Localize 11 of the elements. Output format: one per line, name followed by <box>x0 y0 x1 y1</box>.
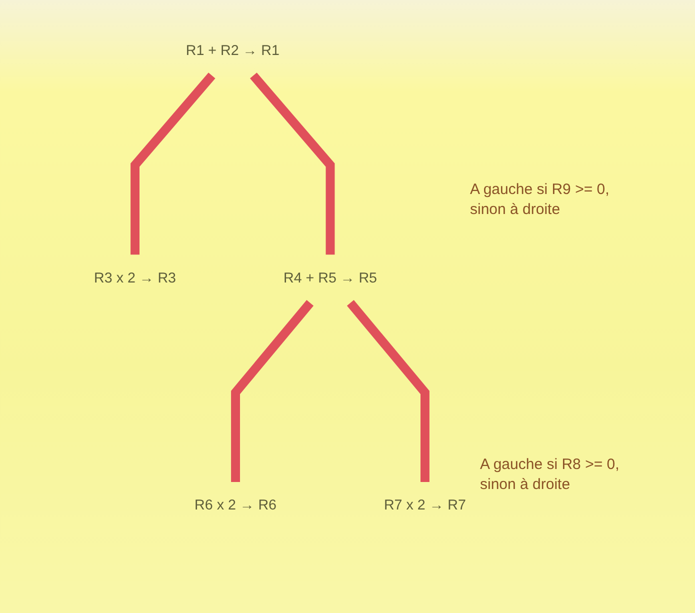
node-text: R6 x 2 → R6 <box>194 498 277 514</box>
node-text: R4 + R5 → R5 <box>283 270 378 286</box>
connector <box>346 300 430 482</box>
connector <box>130 72 216 255</box>
node-text: R7 x 2 → R7 <box>384 498 466 514</box>
note-text: A gauche si R9 >= 0, sinon à droite <box>470 180 610 219</box>
node-text: R1 + R2 → R1 <box>186 43 280 58</box>
connector <box>250 72 335 255</box>
connector <box>231 300 314 482</box>
node-text: R3 x 2 → R3 <box>94 270 176 286</box>
note-text: A gauche si R8 >= 0, sinon à droite <box>480 455 620 494</box>
